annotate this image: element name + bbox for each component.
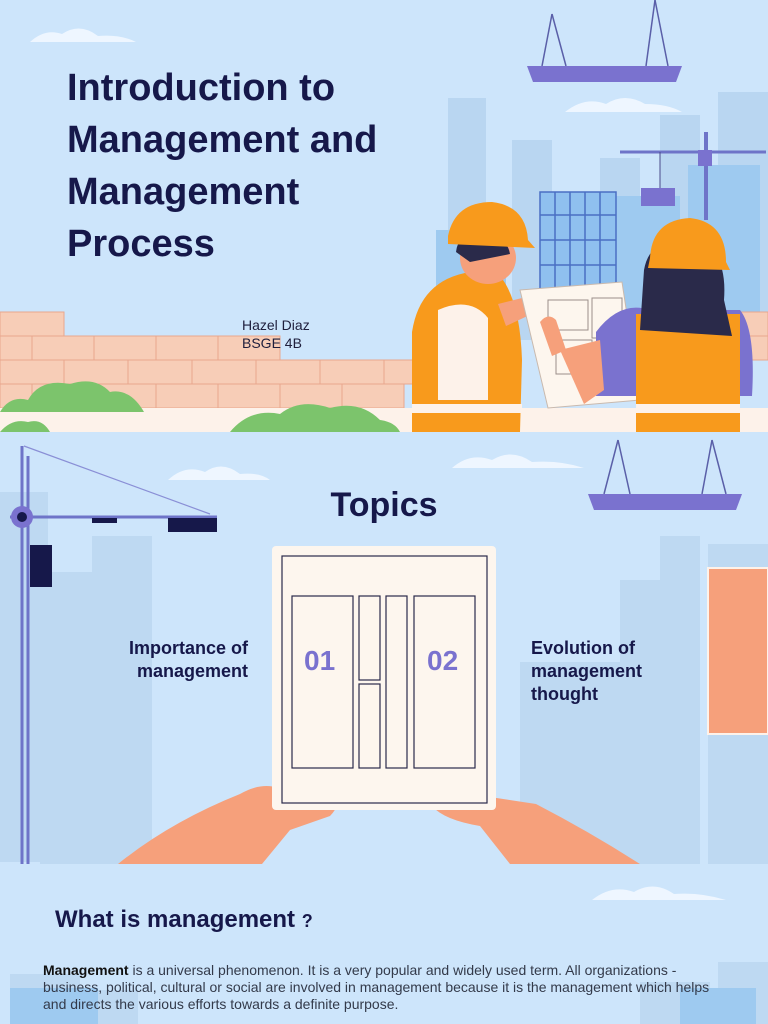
topic-2-number: 02 bbox=[427, 645, 459, 676]
heading-text: What is management bbox=[55, 906, 296, 933]
cloud-icon bbox=[592, 886, 726, 900]
presentation-title: Introduction to Management and Managemen… bbox=[67, 67, 378, 265]
cloud-icon bbox=[168, 466, 270, 480]
cloud-icon bbox=[452, 454, 584, 468]
topic-1-number: 01 bbox=[304, 645, 336, 676]
section-heading: What is management ? bbox=[55, 906, 313, 934]
definition-paragraph: Management is a universal phenomenon. It… bbox=[43, 962, 733, 1013]
topic-2-label: Evolution of management thought bbox=[531, 638, 643, 704]
definition-background bbox=[10, 886, 768, 1024]
cloud-icon bbox=[565, 98, 682, 112]
worker-figure bbox=[540, 218, 753, 432]
topics-title: Topics bbox=[330, 486, 438, 524]
author-name: Hazel Diaz bbox=[242, 317, 310, 333]
cloud-icon bbox=[30, 28, 136, 42]
paragraph-lead: Management bbox=[43, 962, 129, 978]
worker-figure bbox=[412, 202, 536, 432]
construction-illustration bbox=[0, 0, 768, 432]
topics-illustration bbox=[0, 439, 768, 864]
topics-slide: Topics Importance of management 01 02 Ev… bbox=[0, 432, 768, 864]
paragraph-body: is a universal phenomenon. It is a very … bbox=[43, 962, 710, 1012]
author-section: BSGE 4B bbox=[242, 335, 302, 351]
title-slide: Introduction to Management and Managemen… bbox=[0, 0, 768, 432]
author-info: Hazel Diaz BSGE 4B bbox=[242, 316, 310, 352]
topic-1-label: Importance of management bbox=[128, 638, 248, 681]
definition-slide: What is management ? Management is a uni… bbox=[0, 864, 768, 1024]
heading-mark: ? bbox=[301, 911, 313, 931]
